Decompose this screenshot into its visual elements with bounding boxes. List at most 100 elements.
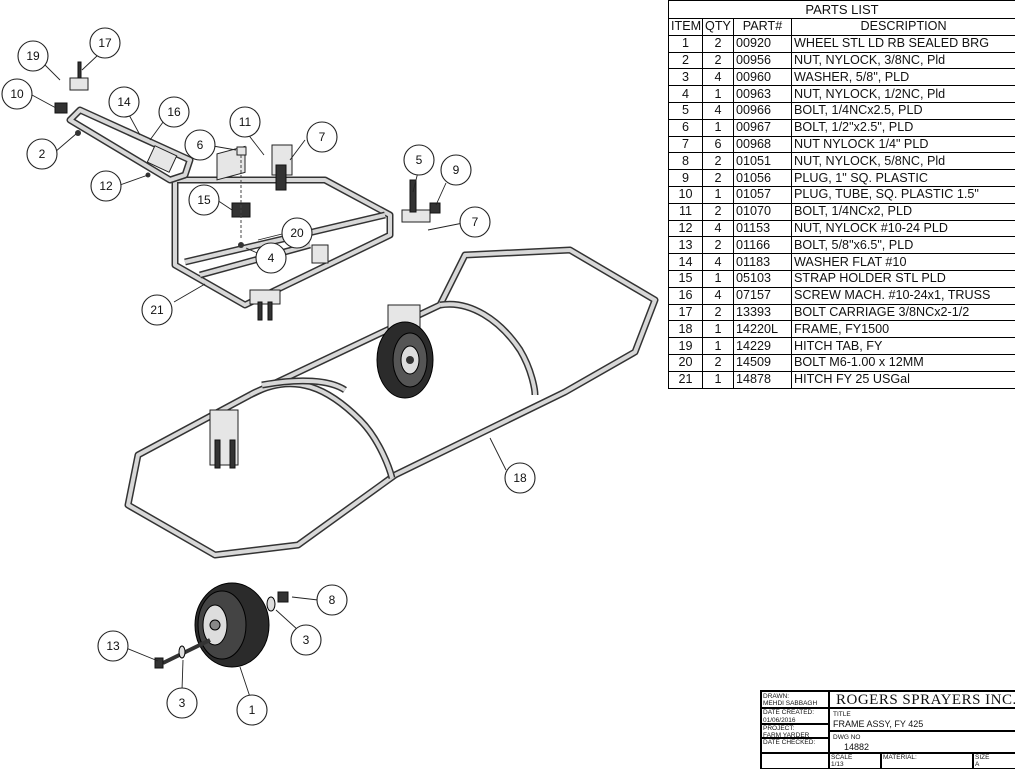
callout-balloon: 2	[27, 139, 57, 169]
nut-and-washer	[267, 592, 288, 611]
quantity: 2	[703, 35, 734, 52]
description: PLUG, TUBE, SQ. PLASTIC 1.5"	[792, 186, 1015, 203]
callout-balloon: 14	[109, 87, 139, 117]
description: WASHER, 5/8", PLD	[792, 69, 1015, 86]
dwg-no-cell: DWG NO 14882	[829, 731, 1015, 753]
scale-label: SCALE	[831, 754, 852, 761]
quantity: 4	[703, 69, 734, 86]
item-number: 15	[669, 270, 703, 287]
description: HITCH TAB, FY	[792, 338, 1015, 355]
callout-balloon: 19	[18, 41, 48, 71]
callout-balloon: 7	[307, 122, 337, 152]
quantity: 2	[703, 203, 734, 220]
callout-label: 19	[26, 49, 40, 63]
callout-balloon: 13	[98, 631, 128, 661]
part-number: 01056	[734, 170, 792, 187]
part-number: 13393	[734, 304, 792, 321]
item-number: 13	[669, 237, 703, 254]
part-number: 00967	[734, 119, 792, 136]
quantity: 1	[703, 321, 734, 338]
item-number: 17	[669, 304, 703, 321]
item-number: 10	[669, 186, 703, 203]
callout-balloon: 17	[90, 28, 120, 58]
description: SCREW MACH. #10-24x1, TRUSS	[792, 287, 1015, 304]
callout-label: 9	[453, 163, 460, 177]
project-cell: PROJECT: FARM YARDER	[761, 724, 829, 738]
drawn-by: MEHDI SABBAGH	[763, 700, 817, 707]
part-number: 00920	[734, 35, 792, 52]
frame-bracket-front	[210, 410, 238, 468]
description: WHEEL STL LD RB SEALED BRG	[792, 35, 1015, 52]
callout-label: 21	[150, 303, 164, 317]
date-checked-label: DATE CHECKED:	[763, 739, 815, 746]
item-number: 3	[669, 69, 703, 86]
part-number: 00966	[734, 102, 792, 119]
callout-balloon: 15	[189, 185, 219, 215]
quantity: 1	[703, 371, 734, 388]
callout-label: 12	[99, 179, 113, 193]
drawn-cell: DRAWN: MEHDI SABBAGH	[761, 691, 829, 708]
item-number: 19	[669, 338, 703, 355]
item-number: 1	[669, 35, 703, 52]
callout-balloon: 3	[291, 625, 321, 655]
part-number: 00963	[734, 86, 792, 103]
description: FRAME, FY1500	[792, 321, 1015, 338]
quantity: 2	[703, 52, 734, 69]
part-number: 14229	[734, 338, 792, 355]
drawing-title: FRAME ASSY, FY 425	[833, 719, 923, 729]
item-number: 9	[669, 170, 703, 187]
callout-label: 18	[513, 471, 527, 485]
part-number: 01070	[734, 203, 792, 220]
description: WASHER FLAT #10	[792, 254, 1015, 271]
callout-label: 3	[179, 696, 186, 710]
size-label: SIZE	[975, 754, 989, 761]
callout-label: 4	[268, 251, 275, 265]
callout-balloon: 21	[142, 295, 172, 325]
part-number: 05103	[734, 270, 792, 287]
wheel-mounted	[377, 322, 433, 398]
date-checked-cell: DATE CHECKED:	[761, 738, 829, 753]
title-label: TITLE	[833, 711, 851, 718]
part-number: 07157	[734, 287, 792, 304]
callout-balloon: 18	[505, 463, 535, 493]
callout-label: 20	[290, 226, 304, 240]
callout-balloon: 16	[159, 97, 189, 127]
item-number: 5	[669, 102, 703, 119]
callout-label: 3	[303, 633, 310, 647]
header-qty: QTY	[703, 19, 734, 36]
description: BOLT, 1/2"x2.5", PLD	[792, 119, 1015, 136]
quantity: 2	[703, 153, 734, 170]
quantity: 4	[703, 254, 734, 271]
dwg-no: 14882	[844, 742, 869, 752]
item-number: 8	[669, 153, 703, 170]
callout-label: 17	[98, 36, 112, 50]
date-created: 01/06/2016	[763, 717, 796, 724]
callout-label: 11	[239, 115, 252, 129]
date-created-cell: DATE CREATED: 01/06/2016	[761, 708, 829, 724]
quantity: 6	[703, 136, 734, 153]
description: BOLT, 1/4NCx2.5, PLD	[792, 102, 1015, 119]
description: HITCH FY 25 USGal	[792, 371, 1015, 388]
part-number: 14220L	[734, 321, 792, 338]
part-number: 01183	[734, 254, 792, 271]
callout-balloon: 20	[282, 218, 312, 248]
quantity: 1	[703, 338, 734, 355]
description: BOLT M6-1.00 x 12MM	[792, 354, 1015, 371]
item-number: 20	[669, 354, 703, 371]
callout-label: 15	[197, 193, 211, 207]
dwg-no-label: DWG NO	[833, 734, 860, 741]
callout-label: 2	[39, 147, 46, 161]
company-cell: ROGERS SPRAYERS INC.	[829, 691, 1015, 708]
company-name: ROGERS SPRAYERS INC.	[836, 692, 1015, 709]
item-number: 14	[669, 254, 703, 271]
